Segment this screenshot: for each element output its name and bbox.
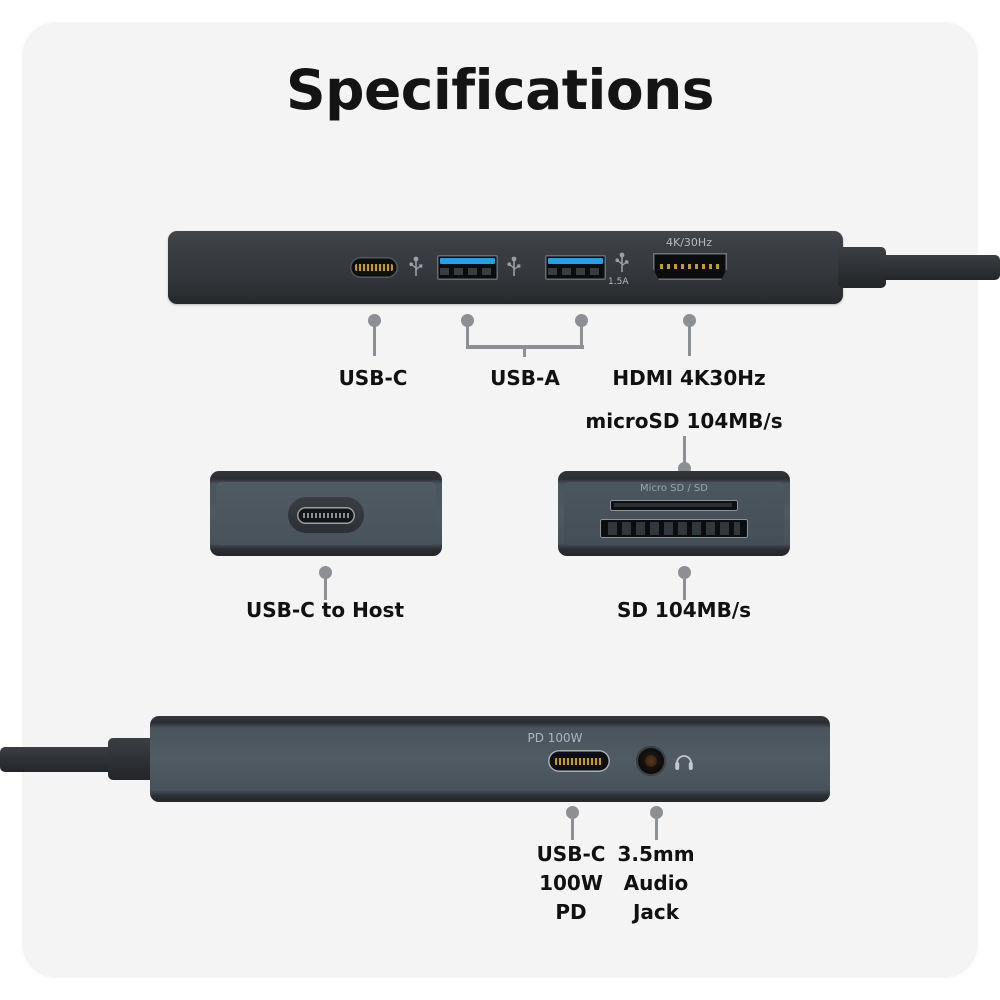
audio-jack-port-center (645, 755, 657, 767)
callout-hdmi-label: HDMI 4K30Hz (612, 366, 766, 390)
callout-usb-a-dot-right (575, 314, 588, 327)
callout-usb-c-host-stem (324, 574, 327, 600)
top-device-body (168, 231, 843, 304)
top-device-cable (880, 255, 1000, 280)
usb-c-pd-port[interactable] (548, 750, 610, 772)
callout-usb-a-stem-right (580, 322, 583, 348)
usb-trident-icon (409, 256, 423, 276)
callout-usb-c-stem (373, 322, 376, 356)
usb-a-port-2-blue-insert (548, 258, 603, 265)
callout-audio-jack-dot (650, 806, 663, 819)
callout-usb-a-bracket (466, 345, 584, 349)
sd-slot-contacts (608, 522, 740, 535)
specifications-card (22, 22, 978, 978)
callout-microsd-stem (683, 436, 686, 470)
usb-a-current-silkscreen: 1.5A (608, 277, 629, 287)
usb-a-port-1[interactable] (437, 255, 498, 280)
page-title: Specifications (285, 58, 715, 122)
microsd-slot-opening (614, 503, 732, 507)
hdmi-port-pins (660, 263, 720, 270)
callout-audio-jack-stem (655, 814, 658, 840)
usb-c-host-port-pins (303, 512, 349, 518)
pd-rating-silkscreen: PD 100W (527, 731, 583, 745)
top-device-cable-plug (838, 247, 886, 288)
hdmi-resolution-silkscreen: 4K/30Hz (666, 236, 712, 249)
hdmi-port[interactable] (653, 253, 727, 280)
usb-c-host-port-opening (297, 506, 355, 524)
usb-c-host-port[interactable] (288, 497, 364, 533)
usb-c-port[interactable] (350, 257, 398, 278)
callout-usb-a-dot-left (461, 314, 474, 327)
callout-usb-c-pd-dot (566, 806, 579, 819)
bottom-device-cable (0, 747, 115, 772)
callout-usb-c-pd-stem (571, 814, 574, 840)
callout-usb-c-dot (368, 314, 381, 327)
callout-sd-label: SD 104MB/s (616, 598, 752, 622)
callout-hdmi-dot (683, 314, 696, 327)
callout-usb-a-label: USB-A (490, 366, 560, 390)
usb-c-pd-port-pins (554, 757, 604, 765)
callout-hdmi-stem (688, 322, 691, 356)
callout-usb-c-host-dot (319, 566, 332, 579)
usb-c-port-pins (355, 263, 393, 272)
bottom-device-cable-plug (108, 738, 156, 780)
usb-a-port-1-blue-insert (440, 258, 495, 265)
callout-usb-c-label: USB-C (338, 366, 408, 390)
usb-a-port-2[interactable] (545, 255, 606, 280)
callout-sd-stem (683, 574, 686, 600)
callout-usb-c-host-label: USB-C to Host (245, 598, 405, 622)
callout-microsd-label: microSD 104MB/s (585, 409, 783, 433)
callout-usb-a-stem-left (466, 322, 469, 348)
headphone-icon (675, 755, 693, 770)
callout-usb-a-drop (523, 348, 526, 357)
callout-sd-dot (678, 566, 691, 579)
usb-a-port-1-contacts (440, 268, 495, 275)
usb-trident-icon (615, 252, 629, 272)
card-reader-silkscreen: Micro SD / SD (640, 483, 708, 494)
bottom-device-body (150, 716, 830, 802)
usb-trident-icon (507, 256, 521, 276)
usb-a-port-2-contacts (548, 268, 603, 275)
